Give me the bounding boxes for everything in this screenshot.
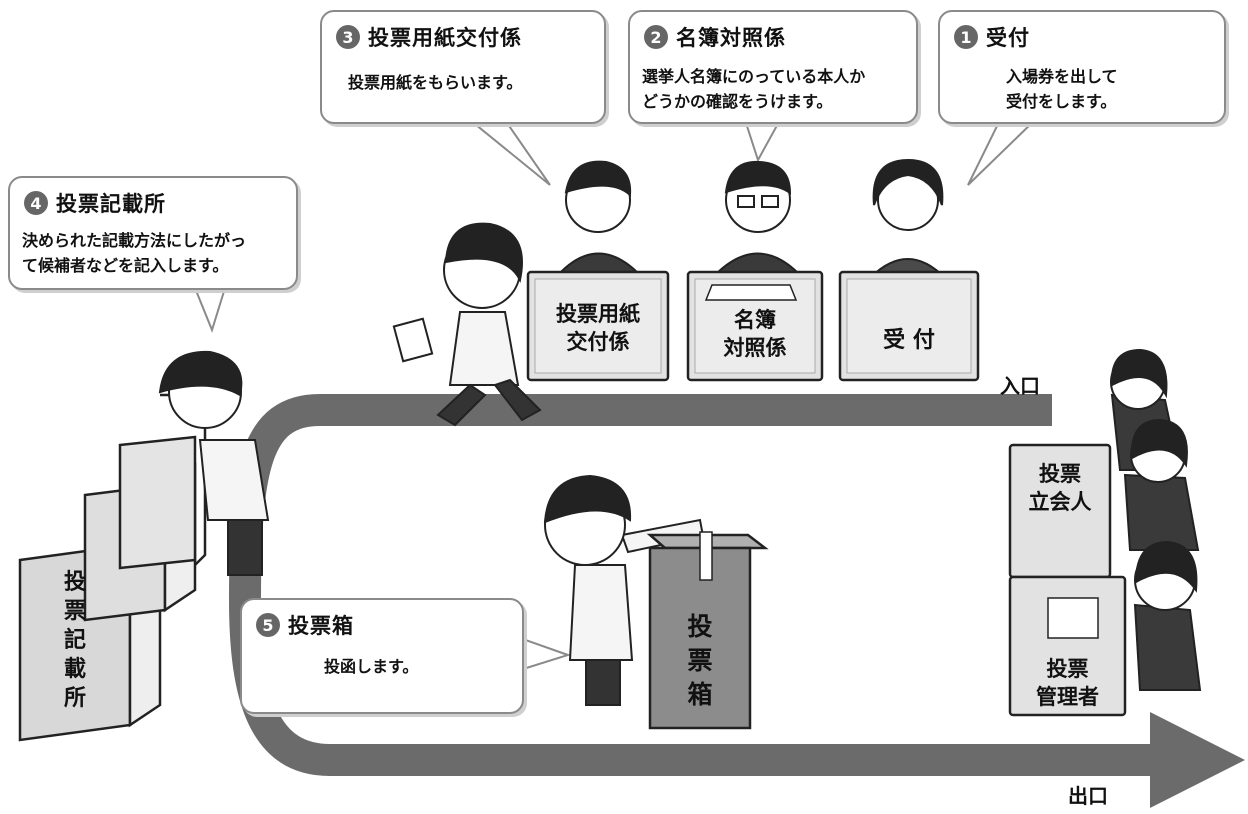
- step-number-badge: 2: [644, 25, 668, 49]
- step-number-badge: 1: [954, 25, 978, 49]
- desk-ballot-issue-label: 投票用紙 交付係: [556, 302, 640, 354]
- exit-label: 出口: [1068, 784, 1108, 808]
- ballot-issue-official: [555, 160, 643, 276]
- desk-reception-label: 受 付: [883, 328, 935, 353]
- callout-step-3: 3 投票用紙交付係 投票用紙をもらいます。: [320, 10, 606, 124]
- callout-step-5: 5 投票箱 投函します。: [240, 598, 524, 714]
- manager-label: 投票 管理者: [1036, 657, 1099, 709]
- callout-tail-1: [967, 119, 1038, 186]
- register-official: [712, 160, 803, 276]
- callout-step-4: 4 投票記載所 決められた記載方法にしたがっ て候補者などを記入します。: [8, 176, 298, 290]
- booth-text: 投 票 記 載 所: [63, 570, 86, 711]
- callout-tail-3: [467, 119, 551, 186]
- step-number-badge: 3: [336, 25, 360, 49]
- step-description: 入場券を出して 受付をします。: [1006, 67, 1118, 111]
- manager-desk: [1008, 575, 1127, 717]
- walking-voter: [392, 222, 542, 427]
- desk-reception: [838, 270, 980, 382]
- step-title: 受付: [986, 26, 1030, 50]
- poll-witnesses: [1110, 348, 1202, 691]
- exit-arrowhead: [1150, 712, 1245, 808]
- callout-tail-4: [193, 287, 227, 333]
- booth-voter: [158, 350, 270, 576]
- callout-step-2: 2 名簿対照係 選挙人名簿にのっている本人か どうかの確認をうけます。: [628, 10, 918, 124]
- step-description: 投函します。: [324, 657, 419, 676]
- reception-official: [867, 158, 948, 279]
- desk-register-label: 名簿 対照係: [723, 308, 787, 360]
- ballot-box-text: 投 票 箱: [687, 612, 713, 709]
- desk-ballot-issue: [526, 270, 670, 382]
- witness-label: 投票 立会人: [1028, 462, 1092, 514]
- callout-tail-5: [519, 636, 572, 672]
- step-title: 投票用紙交付係: [368, 26, 522, 50]
- step-description: 投票用紙をもらいます。: [348, 73, 523, 92]
- desk-register: [686, 270, 824, 382]
- step-title: 投票記載所: [56, 192, 166, 216]
- step-number-badge: 4: [24, 191, 48, 215]
- step-number-badge: 5: [256, 613, 280, 637]
- step-title: 投票箱: [288, 614, 354, 638]
- entrance-label: 入口: [1000, 374, 1040, 398]
- voting-booths: [18, 393, 207, 742]
- step-description: 決められた記載方法にしたがっ て候補者などを記入します。: [22, 231, 247, 275]
- ballot-box: [646, 531, 769, 730]
- casting-voter: [543, 474, 705, 706]
- callout-step-1: 1 受付 入場券を出して 受付をします。: [938, 10, 1226, 124]
- step-title: 名簿対照係: [676, 26, 786, 50]
- callout-tail-2: [743, 119, 782, 163]
- step-description: 選挙人名簿にのっている本人か どうかの確認をうけます。: [642, 67, 866, 111]
